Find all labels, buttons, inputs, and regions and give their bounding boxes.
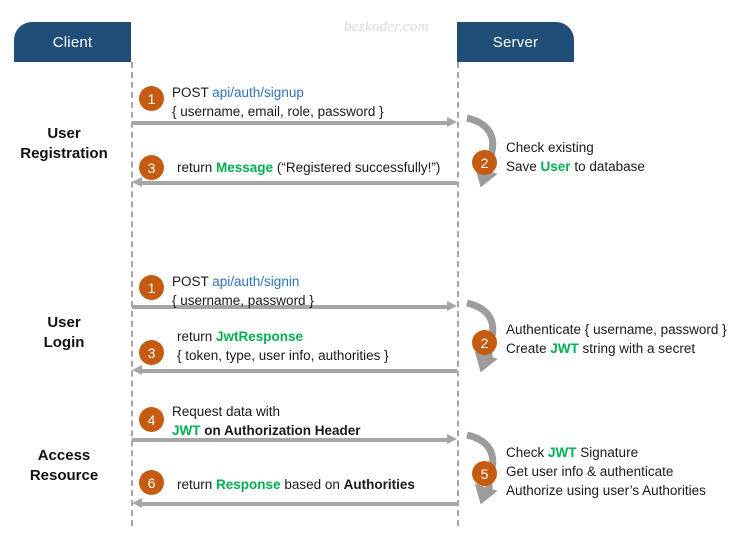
actor-client-box: Client <box>14 22 131 62</box>
step-badge-resource-request: 4 <box>139 407 164 432</box>
action-line-get-user-info: Get user info & authenticate <box>506 464 674 480</box>
action-line-save-user: Save User to database <box>506 159 645 175</box>
keyword-response: Response <box>216 477 281 492</box>
step-badge-signup-request: 1 <box>139 86 164 111</box>
server-action-text-resource: Check JWT Signature Get user info & auth… <box>506 443 706 500</box>
section-label-user-registration: User Registration <box>0 124 128 164</box>
keyword-jwtresponse: JwtResponse <box>216 329 304 344</box>
keyword-user: User <box>540 159 571 175</box>
msg-line-request-data: Request data with <box>172 404 281 419</box>
arrow-signup-request <box>132 117 457 127</box>
msg-based-on: based on <box>280 477 344 492</box>
msg-label-return: return <box>177 160 217 175</box>
section-label-line1: User <box>47 314 81 331</box>
msg-label-return: return <box>177 477 217 492</box>
msg-authorities: Authorities <box>343 477 415 492</box>
actor-server-box: Server <box>457 22 574 62</box>
step-badge-signin-request: 1 <box>139 275 164 300</box>
step-badge-login-action: 2 <box>472 330 497 355</box>
action-line-check-signature: Check JWT Signature <box>506 445 639 460</box>
watermark-text: bezkoder.com <box>344 19 429 35</box>
section-label-line2: Resource <box>29 466 99 484</box>
msg-payload-jwtresponse: { token, type, user info, authorities } <box>177 348 389 364</box>
arrow-shaft <box>132 305 448 309</box>
keyword-jwt: JWT <box>550 341 579 357</box>
keyword-message: Message <box>216 160 274 175</box>
msg-url-signup: api/auth/signup <box>212 85 304 100</box>
arrow-resource-response <box>132 498 457 508</box>
arrow-head <box>447 434 457 444</box>
step-badge-resource-response: 6 <box>139 470 164 495</box>
arrow-head <box>447 301 457 311</box>
action-line-create-jwt: Create JWT string with a secret <box>506 341 696 357</box>
step-badge-resource-action: 5 <box>472 461 497 486</box>
message-text-resource-request: Request data with JWT on Authorization H… <box>172 402 361 440</box>
msg-label-post: POST <box>172 274 213 289</box>
section-label-line1: Access <box>37 447 91 464</box>
msg-label-return: return <box>177 329 217 344</box>
msg-line-jwt-header: JWT on Authorization Header <box>172 421 361 440</box>
arrow-signin-request <box>132 301 457 311</box>
step-badge-signin-response: 3 <box>139 340 164 365</box>
section-label-access-resource: Access Resource <box>0 446 128 486</box>
msg-payload-signin: { username, password } <box>172 293 314 309</box>
arrow-head <box>132 177 142 187</box>
arrow-head <box>132 498 142 508</box>
step-badge-signup-response: 3 <box>139 155 164 180</box>
section-label-line1: User <box>47 125 81 142</box>
action-line-authenticate: Authenticate { username, password } <box>506 322 727 337</box>
actor-client-label: Client <box>52 33 93 51</box>
arrow-head <box>447 117 457 127</box>
lifeline-client <box>131 62 133 526</box>
step-badge-registration-action: 2 <box>472 150 497 175</box>
arrow-resource-request <box>132 434 457 444</box>
arrow-head <box>132 365 142 375</box>
arrow-shaft <box>141 369 457 373</box>
action-line-authorize: Authorize using user’s Authorities <box>506 483 706 499</box>
keyword-jwt: JWT <box>548 445 577 460</box>
arrow-shaft <box>132 438 448 442</box>
actor-server-label: Server <box>492 33 539 51</box>
server-action-text-registration: Check existing Save User to database <box>506 138 645 176</box>
lifeline-server <box>457 62 459 526</box>
message-text-signup-response: return Message (“Registered successfully… <box>177 158 440 177</box>
section-label-line2: Registration <box>20 144 108 162</box>
msg-url-signin: api/auth/signin <box>212 274 300 289</box>
server-action-text-login: Authenticate { username, password } Crea… <box>506 320 727 358</box>
arrow-signin-response <box>132 365 457 375</box>
arrow-shaft <box>141 181 457 185</box>
msg-label-post: POST <box>172 85 213 100</box>
arrow-shaft <box>132 121 448 125</box>
arrow-signup-response <box>132 177 457 187</box>
message-text-signin-response: return JwtResponse { token, type, user i… <box>177 327 389 365</box>
msg-payload-signup: { username, email, role, password } <box>172 104 384 120</box>
message-text-signup-request: POST api/auth/signup { username, email, … <box>172 83 384 121</box>
section-label-line2: Login <box>43 333 85 351</box>
action-line-check-existing: Check existing <box>506 140 594 155</box>
message-text-resource-response: return Response based on Authorities <box>177 475 415 494</box>
msg-auth-header: on Authorization Header <box>200 423 361 439</box>
arrow-shaft <box>141 502 457 506</box>
message-text-signin-request: POST api/auth/signin { username, passwor… <box>172 272 314 310</box>
section-label-user-login: User Login <box>0 313 128 353</box>
keyword-jwt: JWT <box>172 423 201 439</box>
msg-body-registered: (“Registered successfully!”) <box>273 160 441 175</box>
